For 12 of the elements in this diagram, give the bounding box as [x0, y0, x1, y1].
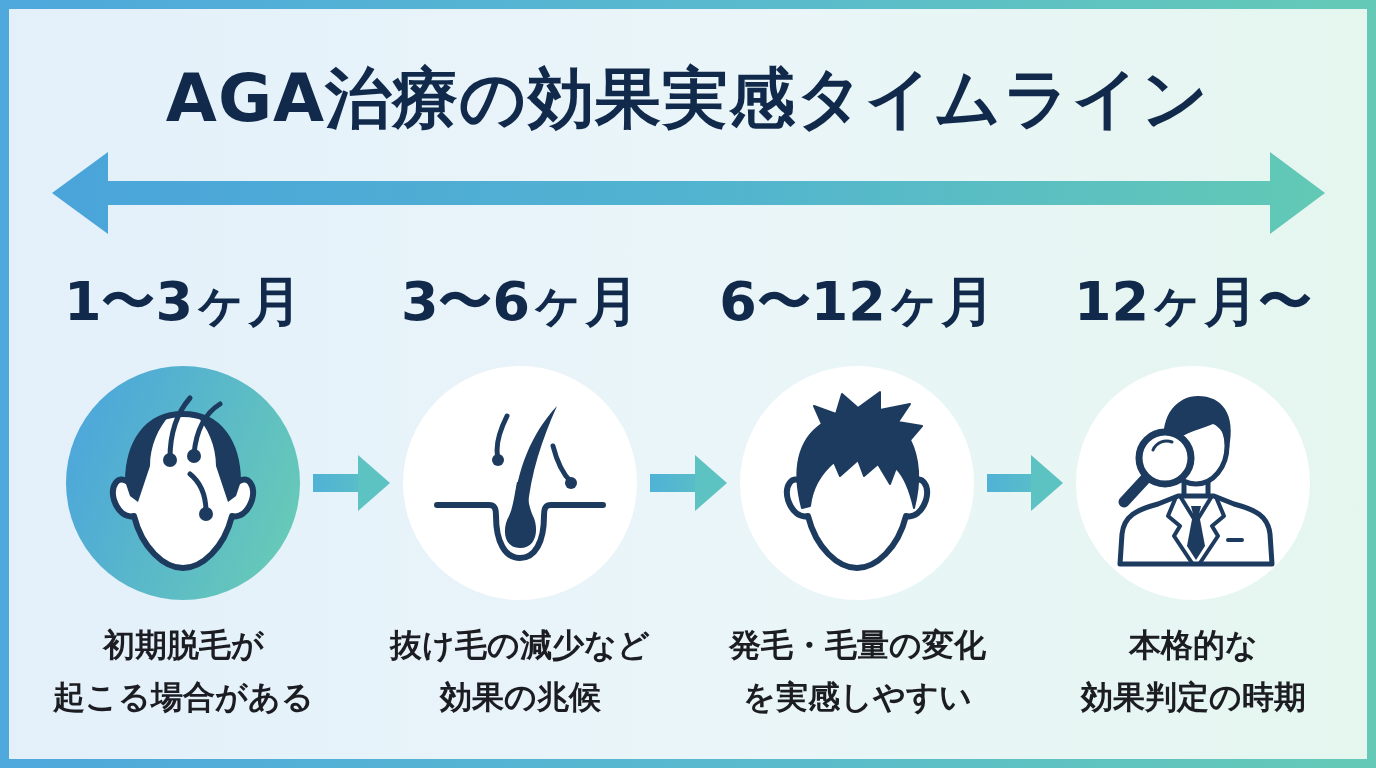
step-description: 発毛・毛量の変化を実感しやすい [728, 625, 986, 718]
step-description: 本格的な効果判定の時期 [1080, 625, 1306, 718]
period-heading: 6〜12ヶ月 [719, 270, 995, 334]
title: AGA治療の効果実感タイムライン [165, 59, 1211, 139]
arrow [987, 455, 1063, 511]
step-description: 初期脱毛が起こる場合がある [52, 625, 314, 718]
period-heading: 3〜6ヶ月 [400, 270, 640, 334]
step-description: 抜け毛の減少など効果の兆候 [390, 625, 650, 718]
period-heading: 12ヶ月〜 [1073, 270, 1313, 334]
arrow [313, 455, 390, 511]
arrow [650, 455, 727, 511]
period-heading: 1〜3ヶ月 [63, 270, 303, 334]
